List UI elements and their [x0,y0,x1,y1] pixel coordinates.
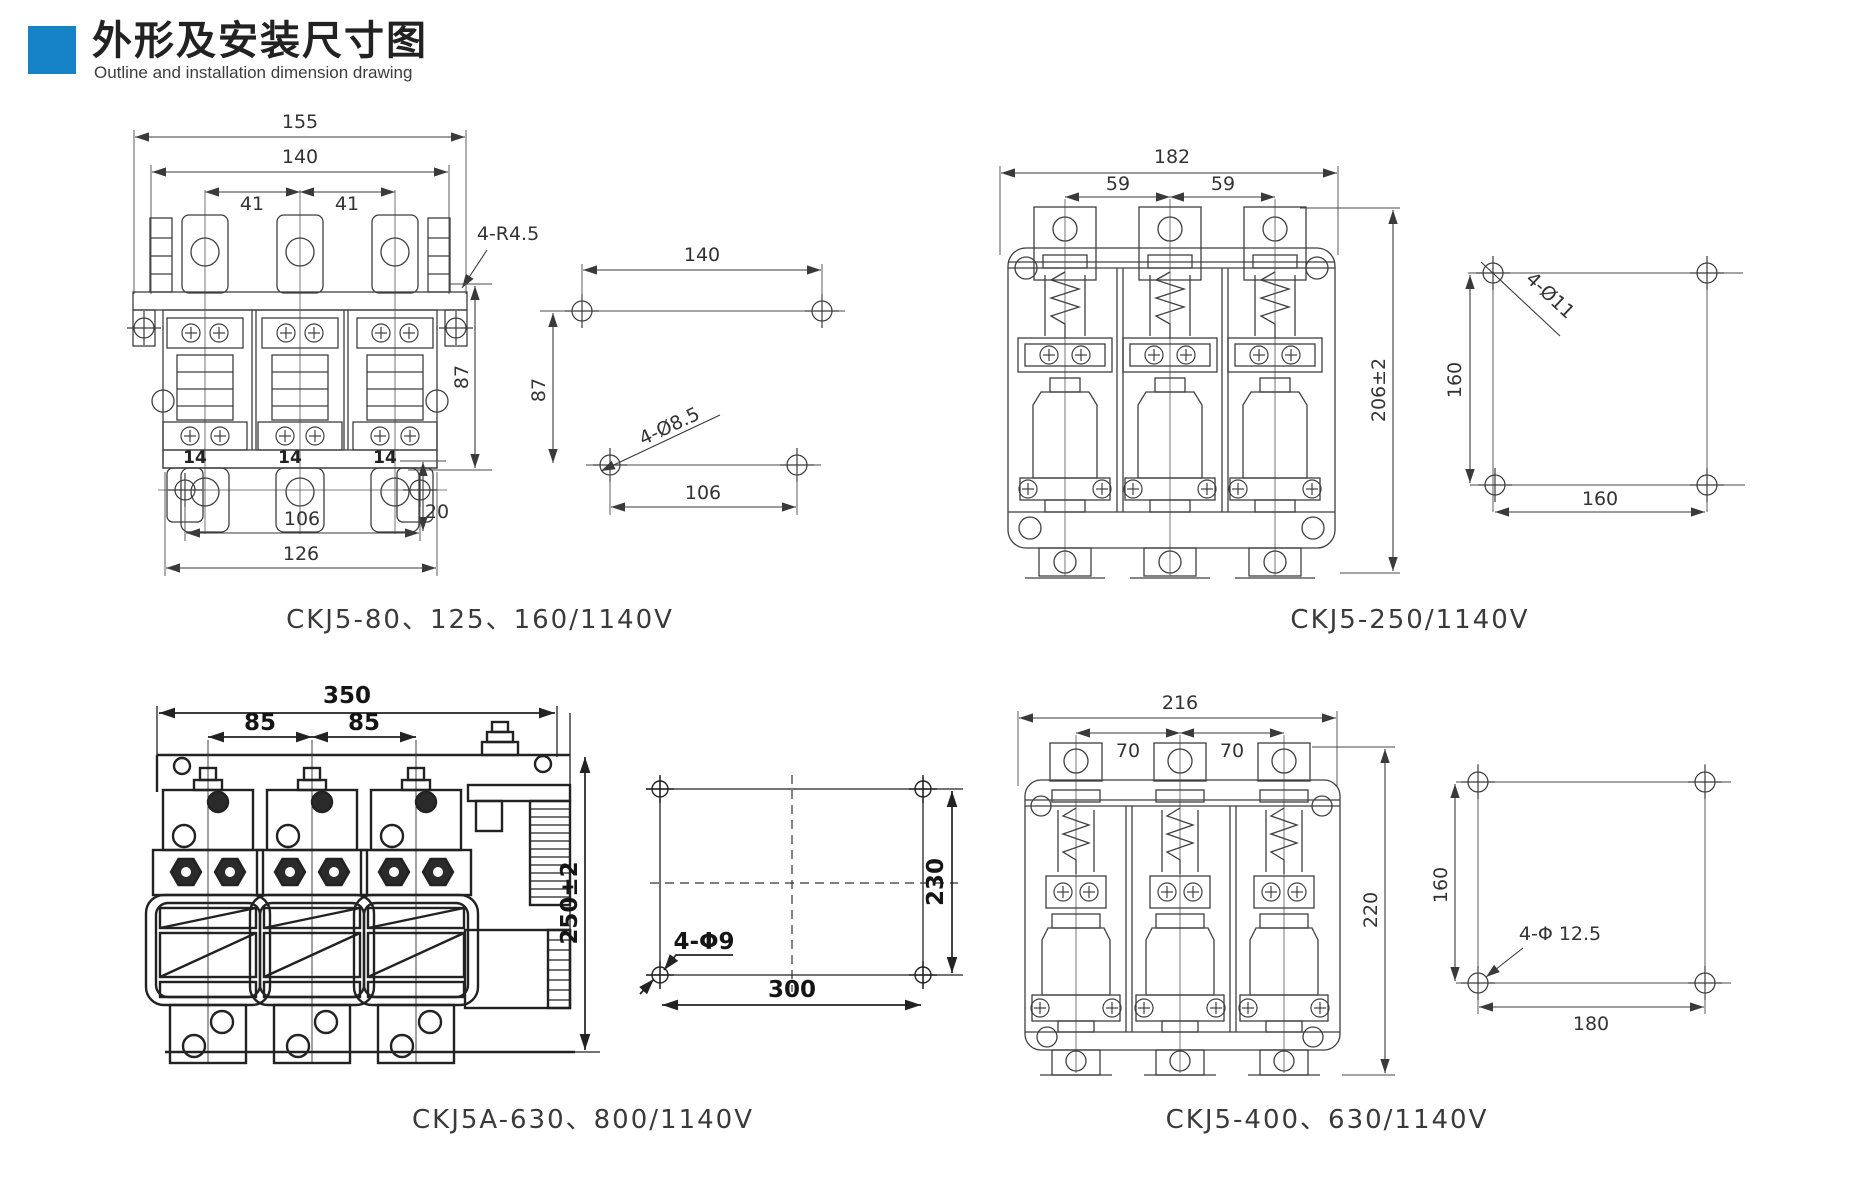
front-view-ckj5-400: 216 70 70 220 [1017,692,1395,1075]
dim-overall-width: 155 [282,111,318,133]
dim-pole-pitch-a: 70 [1116,740,1140,762]
dim-mount-top-span: 140 [684,244,720,266]
dim-overall-height: 220 [1360,892,1382,928]
page-header: 外形及安装尺寸图 Outline and installation dimens… [28,20,428,83]
dim-mount-vertical-span: 230 [923,858,949,906]
page-subtitle: Outline and installation dimension drawi… [94,63,413,82]
mounting-pattern-ckj5-80: 140 87 4-Ø8.5 106 [528,244,845,515]
pole-assembly [1135,735,1225,1075]
mounting-hole [645,774,675,804]
mounting-hole [1689,467,1725,503]
caption-ckj5-80: CKJ5-80、125、160/1140V [286,605,674,635]
dim-overall-height: 206±2 [1368,358,1390,422]
dim-mount-vertical-span: 87 [528,378,550,402]
drawing-ckj5a-630-800: 350 85 85 [144,683,963,1135]
caption-ckj5-250: CKJ5-250/1140V [1290,605,1529,635]
pole-assembly [258,190,342,534]
pole-assembly [1239,735,1329,1075]
dim-mount-vertical-span: 160 [1444,362,1466,398]
mount-ear-hole [438,310,474,346]
dim-terminal-width: 14 [373,448,397,468]
drawing-ckj5-80-125-160: 155 140 41 41 [126,111,845,635]
pole-assembly [1031,735,1121,1075]
mounting-pattern-ckj5a-630: 230 300 4-Φ9 [639,774,963,1011]
mounting-pattern-ckj5-400: 160 4-Φ 12.5 180 [1430,764,1731,1035]
auxiliary-block [463,713,572,1010]
note-mount-hole-size: 4-Ø11 [1521,268,1578,324]
mounting-hole [1689,255,1725,291]
dim-mount-horizontal-span: 300 [768,977,816,1003]
pole-assembly [352,738,480,1065]
dim-pole-pitch-b: 85 [348,710,380,736]
dim-height-to-holes: 87 [451,365,473,389]
front-view-ckj5a-630: 350 85 85 [144,683,600,1065]
dim-mount-horizontal-span: 160 [1582,488,1618,510]
dim-pole-pitch-b: 41 [335,193,359,215]
dim-pole-pitch-a: 85 [244,710,276,736]
pole-assembly [1123,199,1217,578]
mounting-hole [908,774,938,804]
page-title: 外形及安装尺寸图 [92,19,428,63]
front-view-ckj5-250: 182 59 59 206±2 [999,146,1400,578]
dim-pole-pitch-a: 41 [240,193,264,215]
dim-terminal-width: 14 [278,448,302,468]
accent-square-icon [28,26,76,74]
mounting-hole [645,960,675,990]
dim-body-width: 140 [282,146,318,168]
pole-assembly [1228,199,1322,578]
dim-pole-pitch-b: 59 [1211,173,1235,195]
dim-bottom-hole-span: 106 [284,508,320,530]
pole-assembly [248,738,376,1065]
dim-overall-width: 216 [1162,692,1198,714]
dim-pole-pitch-a: 59 [1106,173,1130,195]
pole-assembly [144,738,272,1065]
dim-overall-height: 250±2 [557,861,583,944]
mounting-hole [908,960,938,990]
pole-assembly [163,190,247,534]
note-mount-hole-size: 4-Ø8.5 [636,403,703,450]
note-mount-hole-size: 4-Φ 12.5 [1519,923,1601,945]
mounting-hole [1460,764,1496,800]
caption-ckj5a-630: CKJ5A-630、800/1140V [412,1105,754,1135]
dim-base-width: 126 [283,543,319,565]
front-view-ckj5-80: 155 140 41 41 [126,111,539,576]
dim-overall-width: 182 [1154,146,1190,168]
dim-pole-pitch-b: 70 [1220,740,1244,762]
pole-assembly [353,190,437,534]
note-corner-radius: 4-R4.5 [477,223,539,245]
dim-mount-horizontal-span: 180 [1573,1013,1609,1035]
mounting-pattern-ckj5-250: 160 160 4-Ø11 [1444,255,1745,517]
dim-mount-bottom-span: 106 [685,482,721,504]
mounting-hole [1687,764,1723,800]
dim-terminal-width: 14 [183,448,207,468]
mount-ear-hole [126,310,162,346]
pole-assembly [1018,199,1112,578]
dim-mount-vertical-span: 160 [1430,867,1452,903]
mounting-hole [1477,467,1513,503]
dim-overall-width: 350 [323,683,371,709]
drawing-ckj5-250: 182 59 59 206±2 [999,146,1745,635]
note-mount-hole-size: 4-Φ9 [673,929,734,955]
drawing-ckj5-400-630: 216 70 70 220 [1017,692,1731,1135]
caption-ckj5-400: CKJ5-400、630/1140V [1166,1105,1489,1135]
